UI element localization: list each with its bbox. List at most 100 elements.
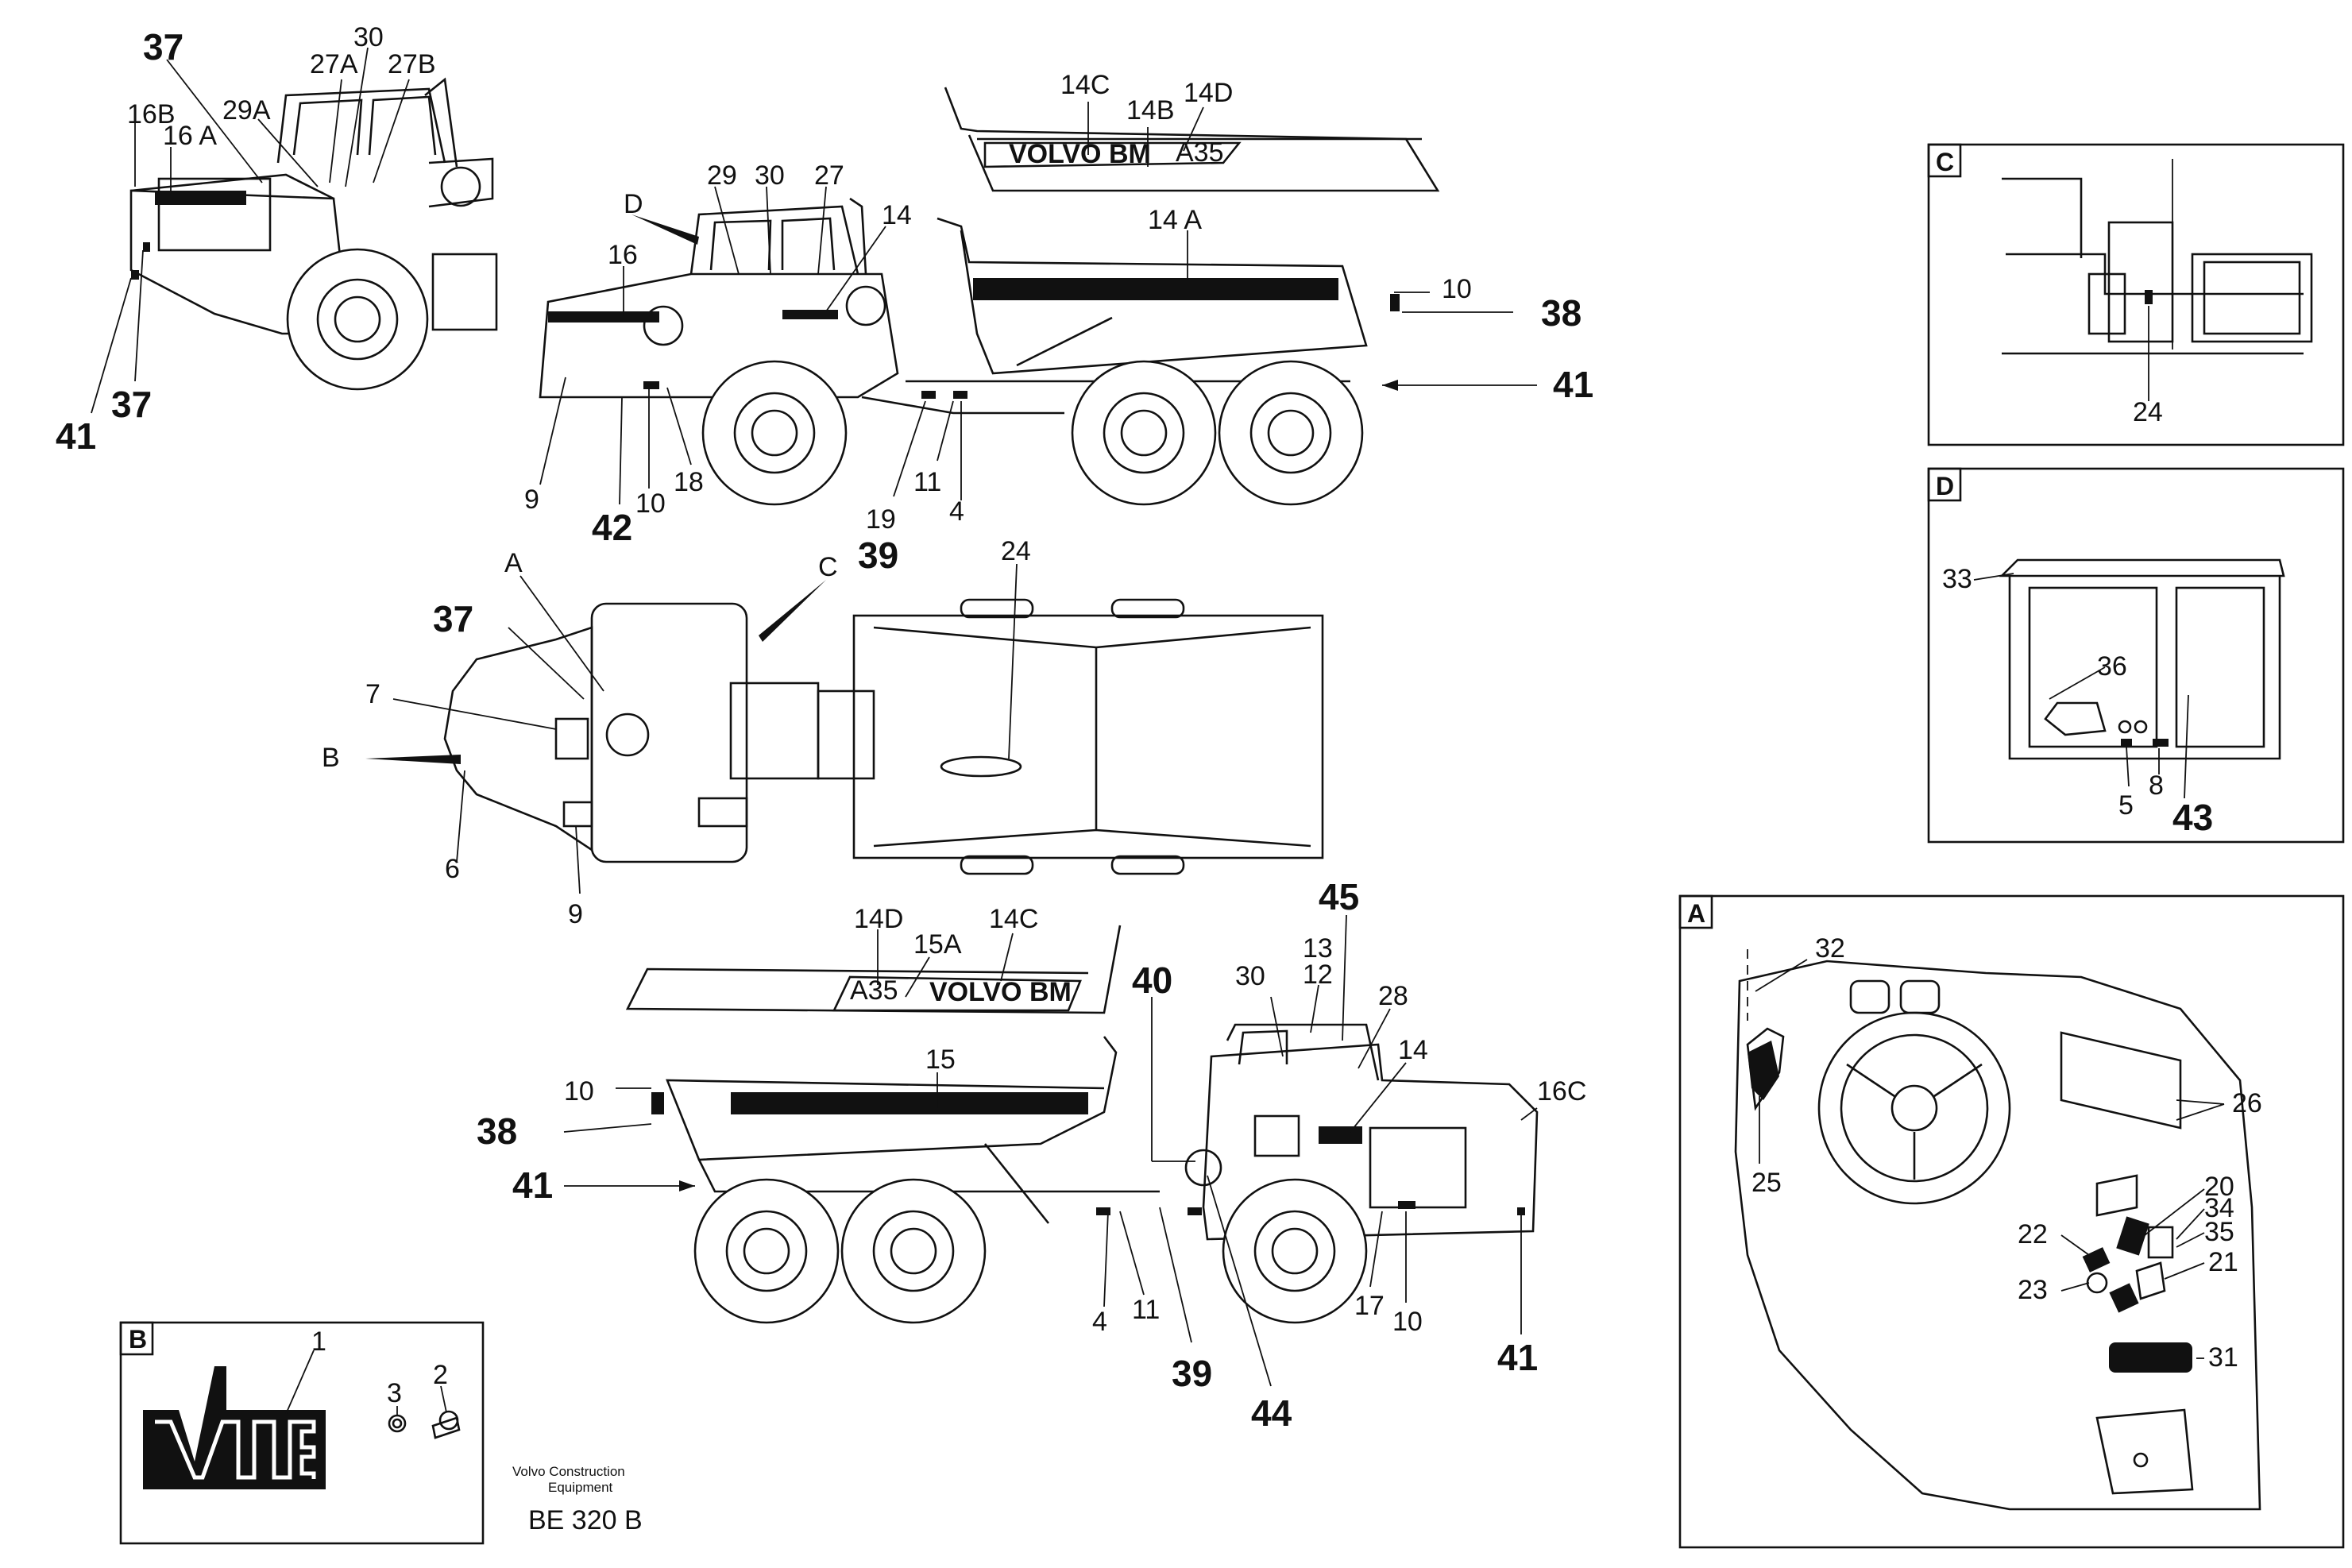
hauler-side-right-callouts: 40 45 13 12 30 28 14 16C 15 10 38 41 4 1… [477,876,1586,1434]
callout-14a: 14 A [1148,205,1202,235]
callout-27: 27 [814,160,844,191]
callout-2: 2 [433,1360,448,1390]
callout-a-plan: A [504,548,523,578]
callout-42: 42 [592,507,632,548]
callout-16b: 16B [127,99,176,129]
callout-14-side: 14 [882,200,912,230]
callout-41: 41 [56,415,96,457]
callout-16a: 16 A [163,121,217,151]
callout-37: 37 [143,26,183,68]
footer-code: BE 320 B [528,1505,643,1535]
callout-11-right: 11 [1132,1295,1160,1325]
callout-24-panel-c: 24 [2133,397,2163,427]
callout-41-right: 41 [512,1164,553,1206]
callout-10-right-b: 10 [1392,1307,1423,1337]
callout-39-side: 39 [858,535,898,576]
callout-23: 23 [2018,1275,2048,1305]
callout-39-right: 39 [1172,1353,1212,1394]
panel-d-tag: D [1936,472,1954,500]
callout-27b: 27B [388,49,436,79]
callout-25: 25 [1751,1168,1782,1198]
callout-14d-bottom: 14D [854,904,903,934]
callout-10-right: 10 [564,1076,594,1106]
callout-35: 35 [2204,1217,2234,1247]
callout-43: 43 [2172,797,2213,838]
callout-10-rear: 10 [1442,274,1472,304]
callout-38-right: 38 [477,1110,517,1152]
callout-19: 19 [866,504,896,535]
decal-strip-bottom: A35 VOLVO BM 14D 15A 14C [625,904,1122,1014]
callout-b-plan: B [322,743,340,773]
hauler-side-view-left [539,197,1400,506]
detail-panel-c: C 24 [1927,143,2345,446]
hauler-side-view-right [651,1023,1539,1324]
detail-panel-d: D 33 36 5 8 43 [1927,467,2345,844]
callout-30: 30 [353,22,384,52]
callout-d: D [624,189,643,219]
callout-21: 21 [2208,1247,2238,1277]
callout-41-side: 41 [1553,364,1593,405]
decal-model-top: A35 [1176,137,1224,168]
callout-45: 45 [1319,876,1359,917]
decal-model-bottom: A35 [850,975,898,1006]
callout-9-side: 9 [524,485,539,515]
tractor-front-view [129,77,498,391]
callout-40: 40 [1132,960,1172,1001]
callout-29a: 29A [222,95,271,126]
footer-credit: Volvo Construction Equipment BE 320 B [512,1464,643,1535]
callout-15a: 15A [913,929,962,960]
callout-16c: 16C [1537,1076,1586,1106]
footer-company-2: Equipment [548,1480,613,1495]
callout-36: 36 [2097,651,2127,682]
footer-company: Volvo Construction [512,1464,625,1479]
callout-16: 16 [608,240,638,270]
callout-9-plan: 9 [568,899,583,929]
callout-11-side: 11 [913,467,941,497]
decal-brand-bottom: VOLVO BM [929,977,1072,1007]
decal-strip-top: VOLVO BM A35 14C 14B 14D [944,70,1440,192]
callout-26: 26 [2232,1088,2262,1118]
callout-1: 1 [311,1327,326,1357]
tractor-front-callouts: 37 30 27A 27B 16B 29A 16 A 41 37 [56,22,436,457]
plan-view-callouts: A C 37 7 B 6 9 24 [322,536,1031,929]
callout-14c-bottom: 14C [989,904,1038,934]
detail-panel-b: B 1 3 2 [119,1321,485,1545]
callout-14d-top: 14D [1184,78,1233,108]
panel-a-tag: A [1687,899,1705,928]
callout-4-right: 4 [1092,1307,1107,1337]
callout-33: 33 [1942,564,1972,594]
callout-44: 44 [1251,1392,1292,1434]
callout-3: 3 [387,1378,402,1408]
callout-20: 20 [2204,1172,2234,1202]
hauler-side-left-callouts: 29 30 27 14 D 16 9 42 10 18 19 39 11 4 1… [524,160,1593,576]
callout-27a: 27A [310,49,358,79]
callout-8: 8 [2149,770,2164,801]
callout-7: 7 [365,679,380,709]
callout-13: 13 [1303,933,1333,964]
callout-12: 12 [1303,960,1333,990]
callout-6: 6 [445,854,460,884]
callout-4-side: 4 [949,496,964,527]
callout-28: 28 [1378,981,1408,1011]
callout-18: 18 [674,467,704,497]
callout-41-right-b: 41 [1497,1337,1538,1378]
callout-17: 17 [1354,1291,1385,1321]
callout-10-side: 10 [635,489,666,519]
callout-22: 22 [2018,1219,2048,1249]
callout-30-side: 30 [755,160,785,191]
panel-b-tag: B [129,1325,147,1354]
detail-panel-a: A 32 25 26 20 34 [1678,894,2345,1549]
callout-14-right: 14 [1398,1035,1428,1065]
callout-34: 34 [2204,1193,2234,1223]
callout-15: 15 [925,1045,956,1075]
decal-brand-top: VOLVO BM [1009,139,1151,169]
callout-38-side: 38 [1541,292,1582,334]
panel-c-tag: C [1936,148,1954,176]
callout-37-lower: 37 [111,384,152,425]
callout-c-plan: C [818,552,838,582]
hauler-plan-view [443,598,1324,875]
callout-14b-top: 14B [1126,95,1175,126]
callout-14c-top: 14C [1060,70,1110,100]
callout-24-plan: 24 [1001,536,1031,566]
